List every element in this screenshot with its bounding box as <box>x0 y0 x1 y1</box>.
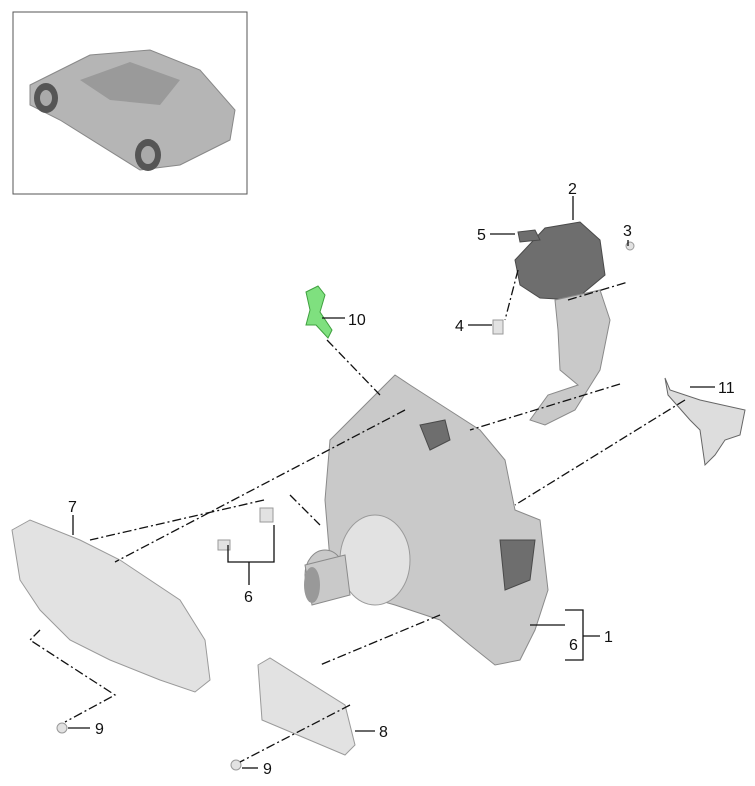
callout-7[interactable]: 7 <box>68 499 77 516</box>
callout-6-bolts[interactable]: 6 <box>244 589 253 606</box>
part-10-bracket-highlighted[interactable] <box>305 285 333 339</box>
part-1-housing[interactable] <box>304 374 549 666</box>
part-2-shield[interactable] <box>514 221 611 426</box>
part-3-nut[interactable] <box>625 241 635 251</box>
callout-6-housing[interactable]: 6 <box>569 637 578 654</box>
part-9-screw[interactable] <box>56 722 68 734</box>
vehicle-thumbnail[interactable] <box>12 11 248 195</box>
callout-9-bottom[interactable]: 9 <box>263 761 272 778</box>
callout-11[interactable]: 11 <box>718 380 735 397</box>
callout-5[interactable]: 5 <box>477 227 486 244</box>
part-5-clip[interactable] <box>517 229 541 243</box>
assembly-lines <box>28 269 686 763</box>
callout-2[interactable]: 2 <box>568 181 577 198</box>
part-6-bolts[interactable] <box>217 507 274 551</box>
callout-1[interactable]: 1 <box>604 629 613 646</box>
callout-3[interactable]: 3 <box>623 223 632 240</box>
callout-8[interactable]: 8 <box>379 724 388 741</box>
leader-lines <box>68 196 715 769</box>
callout-9-left[interactable]: 9 <box>95 721 104 738</box>
part-11-bracket[interactable] <box>664 377 746 467</box>
callout-10[interactable]: 10 <box>348 312 366 329</box>
part-9-screw[interactable] <box>230 759 242 771</box>
part-4-bolt[interactable] <box>492 319 504 335</box>
part-8-cover[interactable] <box>257 657 356 756</box>
part-7-shield[interactable] <box>11 519 211 693</box>
callout-4[interactable]: 4 <box>455 318 464 335</box>
